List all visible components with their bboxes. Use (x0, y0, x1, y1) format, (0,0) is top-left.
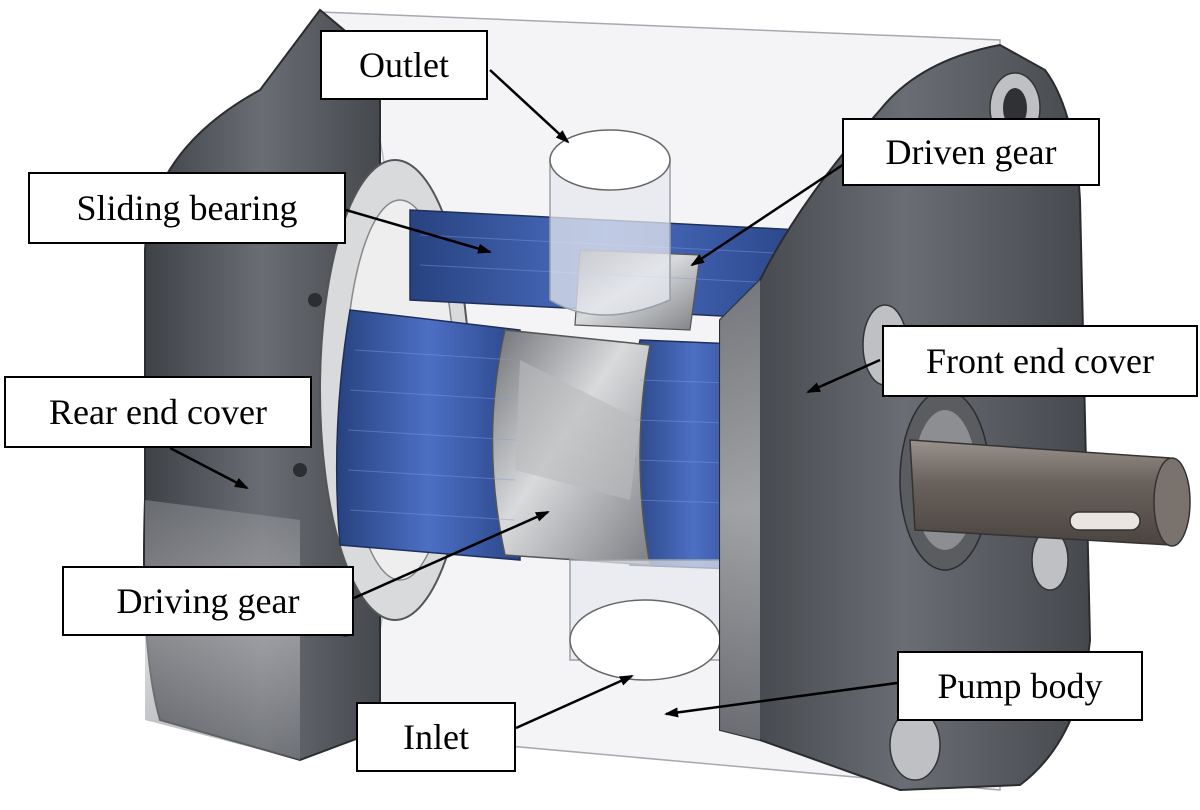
leader-arrows (169, 69, 898, 730)
label-driven-gear: Driven gear (842, 118, 1100, 186)
arrow-front-end-cover (806, 358, 881, 394)
arrow-driven-gear (690, 158, 851, 267)
drive-shaft (909, 439, 1191, 547)
arrow-pump-body (664, 681, 898, 718)
label-outlet: Outlet (320, 30, 488, 100)
arrow-driving-gear (353, 510, 550, 600)
arrow-inlet (515, 674, 634, 730)
arrow-outlet (489, 69, 570, 144)
arrow-rear-end-cover (169, 446, 249, 490)
label-driving-gear: Driving gear (62, 566, 354, 636)
label-front-end-cover: Front end cover (882, 325, 1198, 397)
arrow-sliding-bearing (345, 208, 492, 254)
label-sliding-bearing: Sliding bearing (28, 172, 346, 244)
outlet-port (549, 129, 671, 316)
inlet-port (569, 559, 721, 681)
label-inlet: Inlet (356, 702, 516, 772)
label-pump-body: Pump body (897, 651, 1143, 721)
label-rear-end-cover: Rear end cover (4, 376, 312, 448)
